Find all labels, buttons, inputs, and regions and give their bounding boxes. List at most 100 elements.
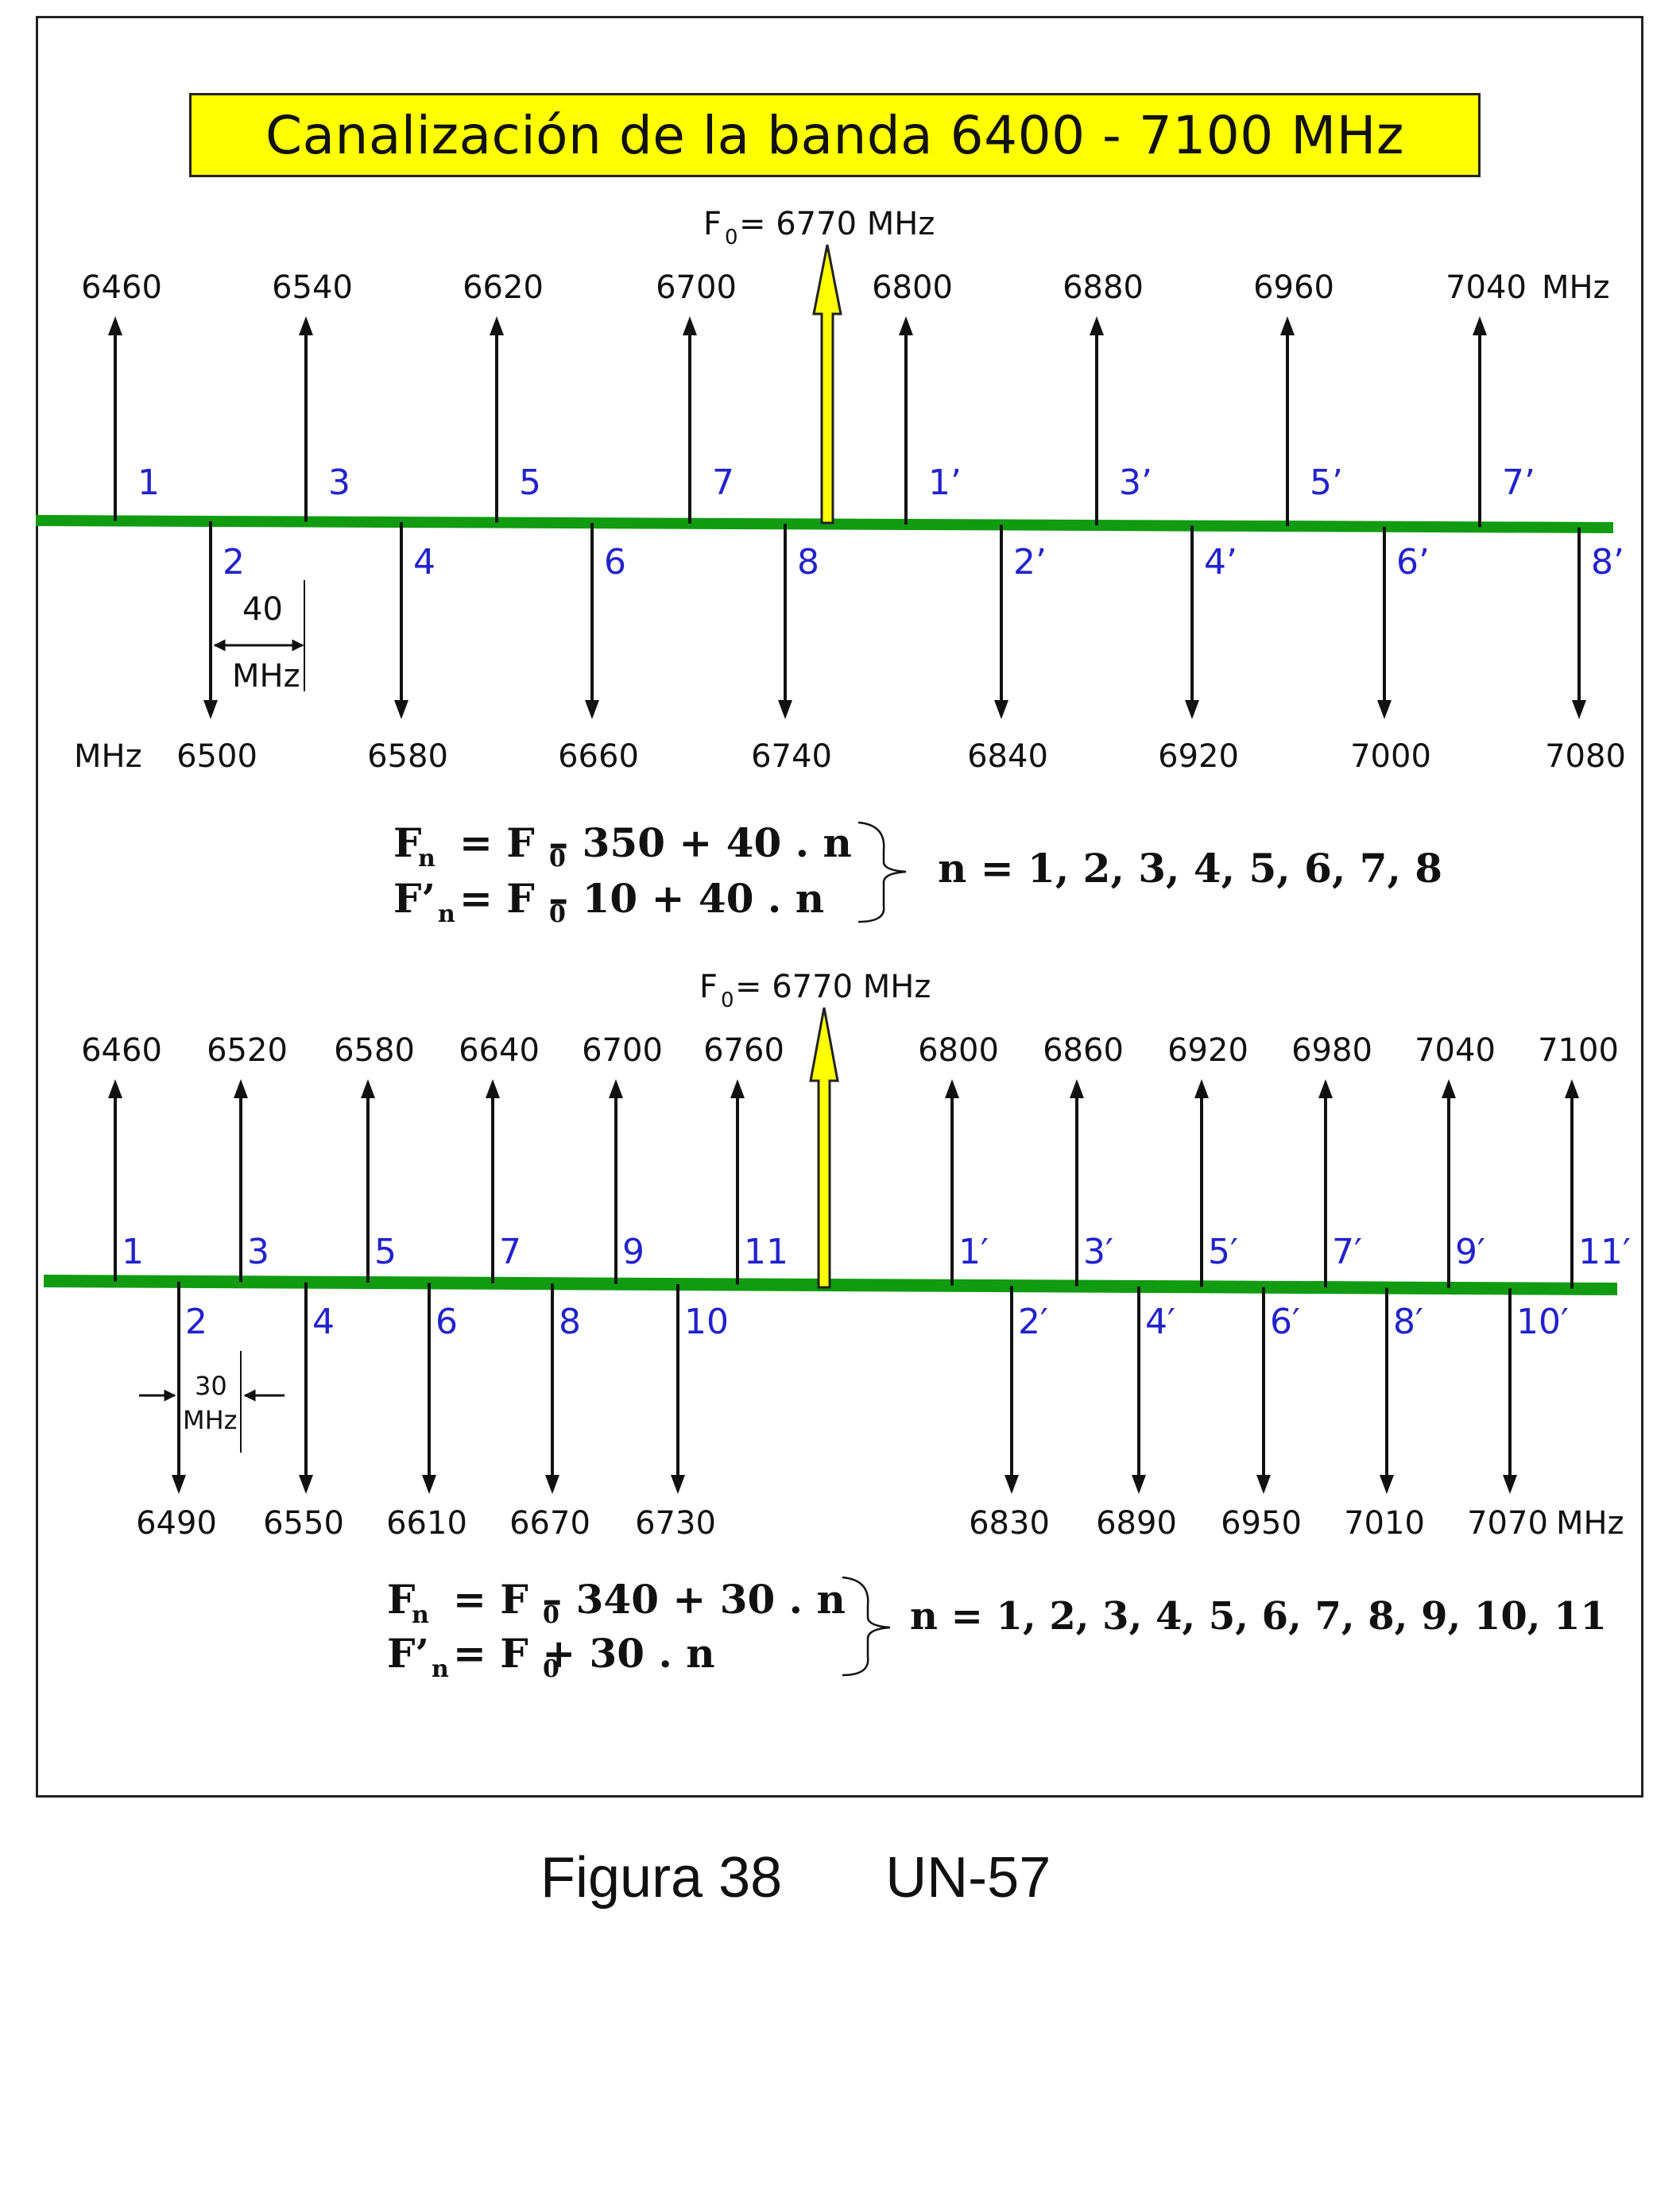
figure-number: Figura 38 bbox=[540, 1846, 783, 1910]
plan-30-formula-line1: = F – 340 + 30 . n bbox=[453, 1576, 846, 1623]
title-banner: Canalización de la banda 6400 - 7100 MHz bbox=[189, 93, 1481, 177]
plan-30-up-channel-number: 1 bbox=[122, 1232, 144, 1272]
plan-30-down-arrow-head bbox=[422, 1475, 436, 1494]
plan-30-down-frequency-label: 6610 bbox=[386, 1505, 467, 1542]
plan-40-up-frequency-label: 6460 bbox=[81, 269, 162, 306]
plan-40-up-frequency-label: 6960 bbox=[1253, 269, 1334, 306]
plan-40-up-frequency-label: 6620 bbox=[463, 269, 544, 306]
plan-30-down-channel-number: 4 bbox=[312, 1302, 335, 1342]
plan-40-up-frequency-label: 6540 bbox=[272, 269, 353, 306]
plan-30-down-channel-number: 2 bbox=[185, 1302, 207, 1342]
plan-40-up-channel-number: 7 bbox=[712, 462, 734, 503]
plan-40-formula-brace bbox=[857, 821, 907, 923]
plan-40-down-channel-number: 2 bbox=[223, 542, 245, 582]
plan-40-spacing-unit: MHz bbox=[232, 658, 300, 695]
plan-40-down-channel-number: 6 bbox=[604, 542, 626, 582]
plan-30-up-arrow-head bbox=[1070, 1079, 1084, 1098]
plan-40-down-frequency-label: 7080 bbox=[1545, 738, 1626, 775]
plan-40-up-channel-number: 3 bbox=[328, 462, 350, 503]
plan-40-up-arrow-head bbox=[108, 316, 122, 335]
plan-40-down-arrow-head bbox=[994, 700, 1008, 719]
plan-40-down-arrow-head bbox=[203, 700, 218, 719]
plan-40-up-arrow-head bbox=[299, 316, 313, 335]
plan-40-section: F 0 = 6770 MHz 6460165403662056700768001… bbox=[36, 206, 1626, 928]
plan-40-down-channel-number: 8’ bbox=[1591, 542, 1624, 582]
plan-40-formula-line1: = F – 350 + 40 . n bbox=[459, 819, 852, 866]
plan-30-down-channel-number: 2′ bbox=[1018, 1302, 1048, 1342]
plan-40-down-arrow-head bbox=[585, 700, 599, 719]
plan-30-up-frequency-label: 6800 bbox=[918, 1032, 999, 1069]
plan-40-down-frequency-label: 6740 bbox=[751, 738, 832, 775]
plan-40-down-channel-8: 7080 8’ bbox=[1545, 527, 1626, 775]
plan-30-up-arrow-head bbox=[1442, 1079, 1456, 1098]
plan-40-up-channel-number: 1 bbox=[137, 462, 160, 503]
plan-40-up-channel-1: 6460 1 bbox=[81, 269, 162, 521]
plan-40-up-frequency-label: 6700 bbox=[656, 269, 737, 306]
plan-30-up-channel-1: 6460 1 bbox=[81, 1032, 162, 1282]
plan-30-up-frequency-label: 7100 bbox=[1538, 1032, 1619, 1069]
plan-30-down-frequency-label: 7070 bbox=[1467, 1505, 1548, 1542]
plan-40-formula-n-range: n = 1, 2, 3, 4, 5, 6, 7, 8 bbox=[938, 845, 1442, 892]
plan-40-down-frequency-label: 6920 bbox=[1158, 738, 1239, 775]
plan-40-unit-top: MHz bbox=[1542, 269, 1610, 306]
plan-40-up-arrow-head bbox=[490, 316, 504, 335]
plan-30-up-channel-number: 7′ bbox=[1332, 1232, 1362, 1272]
plan-30-up-arrow-head bbox=[108, 1079, 122, 1098]
plan-40-up-frequency-label: 6880 bbox=[1063, 269, 1144, 306]
plan-40-up-frequency-label: 7040 bbox=[1446, 269, 1527, 306]
plan-40-up-arrow-head bbox=[1280, 316, 1295, 335]
plan-40-formula-fpn-sub: n bbox=[438, 900, 455, 928]
plan-30-down-channel-number: 6 bbox=[435, 1302, 458, 1342]
plan-30-down-arrow-head bbox=[1005, 1475, 1019, 1494]
plan-30-spacing-value: 30 bbox=[195, 1371, 227, 1401]
plan-40-formula-fn-sub: n bbox=[418, 845, 435, 873]
figure-code: UN-57 bbox=[885, 1846, 1051, 1910]
plan-40-up-frequency-label: 6800 bbox=[872, 269, 953, 306]
plan-40-down-arrow-head bbox=[1185, 700, 1199, 719]
plan-40-f0-label: = 6770 MHz bbox=[739, 206, 935, 242]
plan-30-up-channel-number: 3′ bbox=[1083, 1232, 1113, 1272]
plan-40-down-channel-number: 6’ bbox=[1396, 542, 1430, 582]
plan-30-down-arrow-head bbox=[545, 1475, 559, 1494]
plan-40-formula-line2-f0sub: 0 bbox=[549, 900, 566, 928]
plan-40-down-frequency-label: 6660 bbox=[558, 738, 639, 775]
plan-40-up-channel-5: 6800 1’ bbox=[872, 269, 962, 524]
plan-40-up-channel-number: 5’ bbox=[1310, 462, 1343, 503]
plan-40-up-arrow-head bbox=[683, 316, 697, 335]
plan-30-formula-brace bbox=[842, 1576, 891, 1677]
plan-30-down-arrow-head bbox=[299, 1475, 313, 1494]
plan-30-up-frequency-label: 6460 bbox=[81, 1032, 162, 1069]
figure-caption: Figura 38 UN-57 bbox=[540, 1845, 1051, 1910]
figure-frame bbox=[36, 16, 1643, 1798]
plan-30-formula-fpn-symbol: F’ bbox=[387, 1630, 429, 1677]
plan-40-up-arrow-head bbox=[1473, 316, 1487, 335]
plan-40-down-channel-number: 4 bbox=[413, 542, 435, 582]
plan-30-down-channel-number: 6′ bbox=[1270, 1302, 1300, 1342]
plan-40-up-channel-number: 1’ bbox=[928, 462, 962, 503]
plan-30-up-channel-number: 5 bbox=[374, 1232, 397, 1272]
plan-30-f0-symbol: F bbox=[699, 969, 718, 1005]
plan-30-formula-fn-sub: n bbox=[412, 1601, 429, 1629]
plan-30-unit-bottom: MHz bbox=[1556, 1505, 1624, 1542]
plan-30-down-channel-3: 6610 6 bbox=[386, 1283, 467, 1542]
plan-30-formula-line1-f0sub: 0 bbox=[543, 1601, 559, 1629]
